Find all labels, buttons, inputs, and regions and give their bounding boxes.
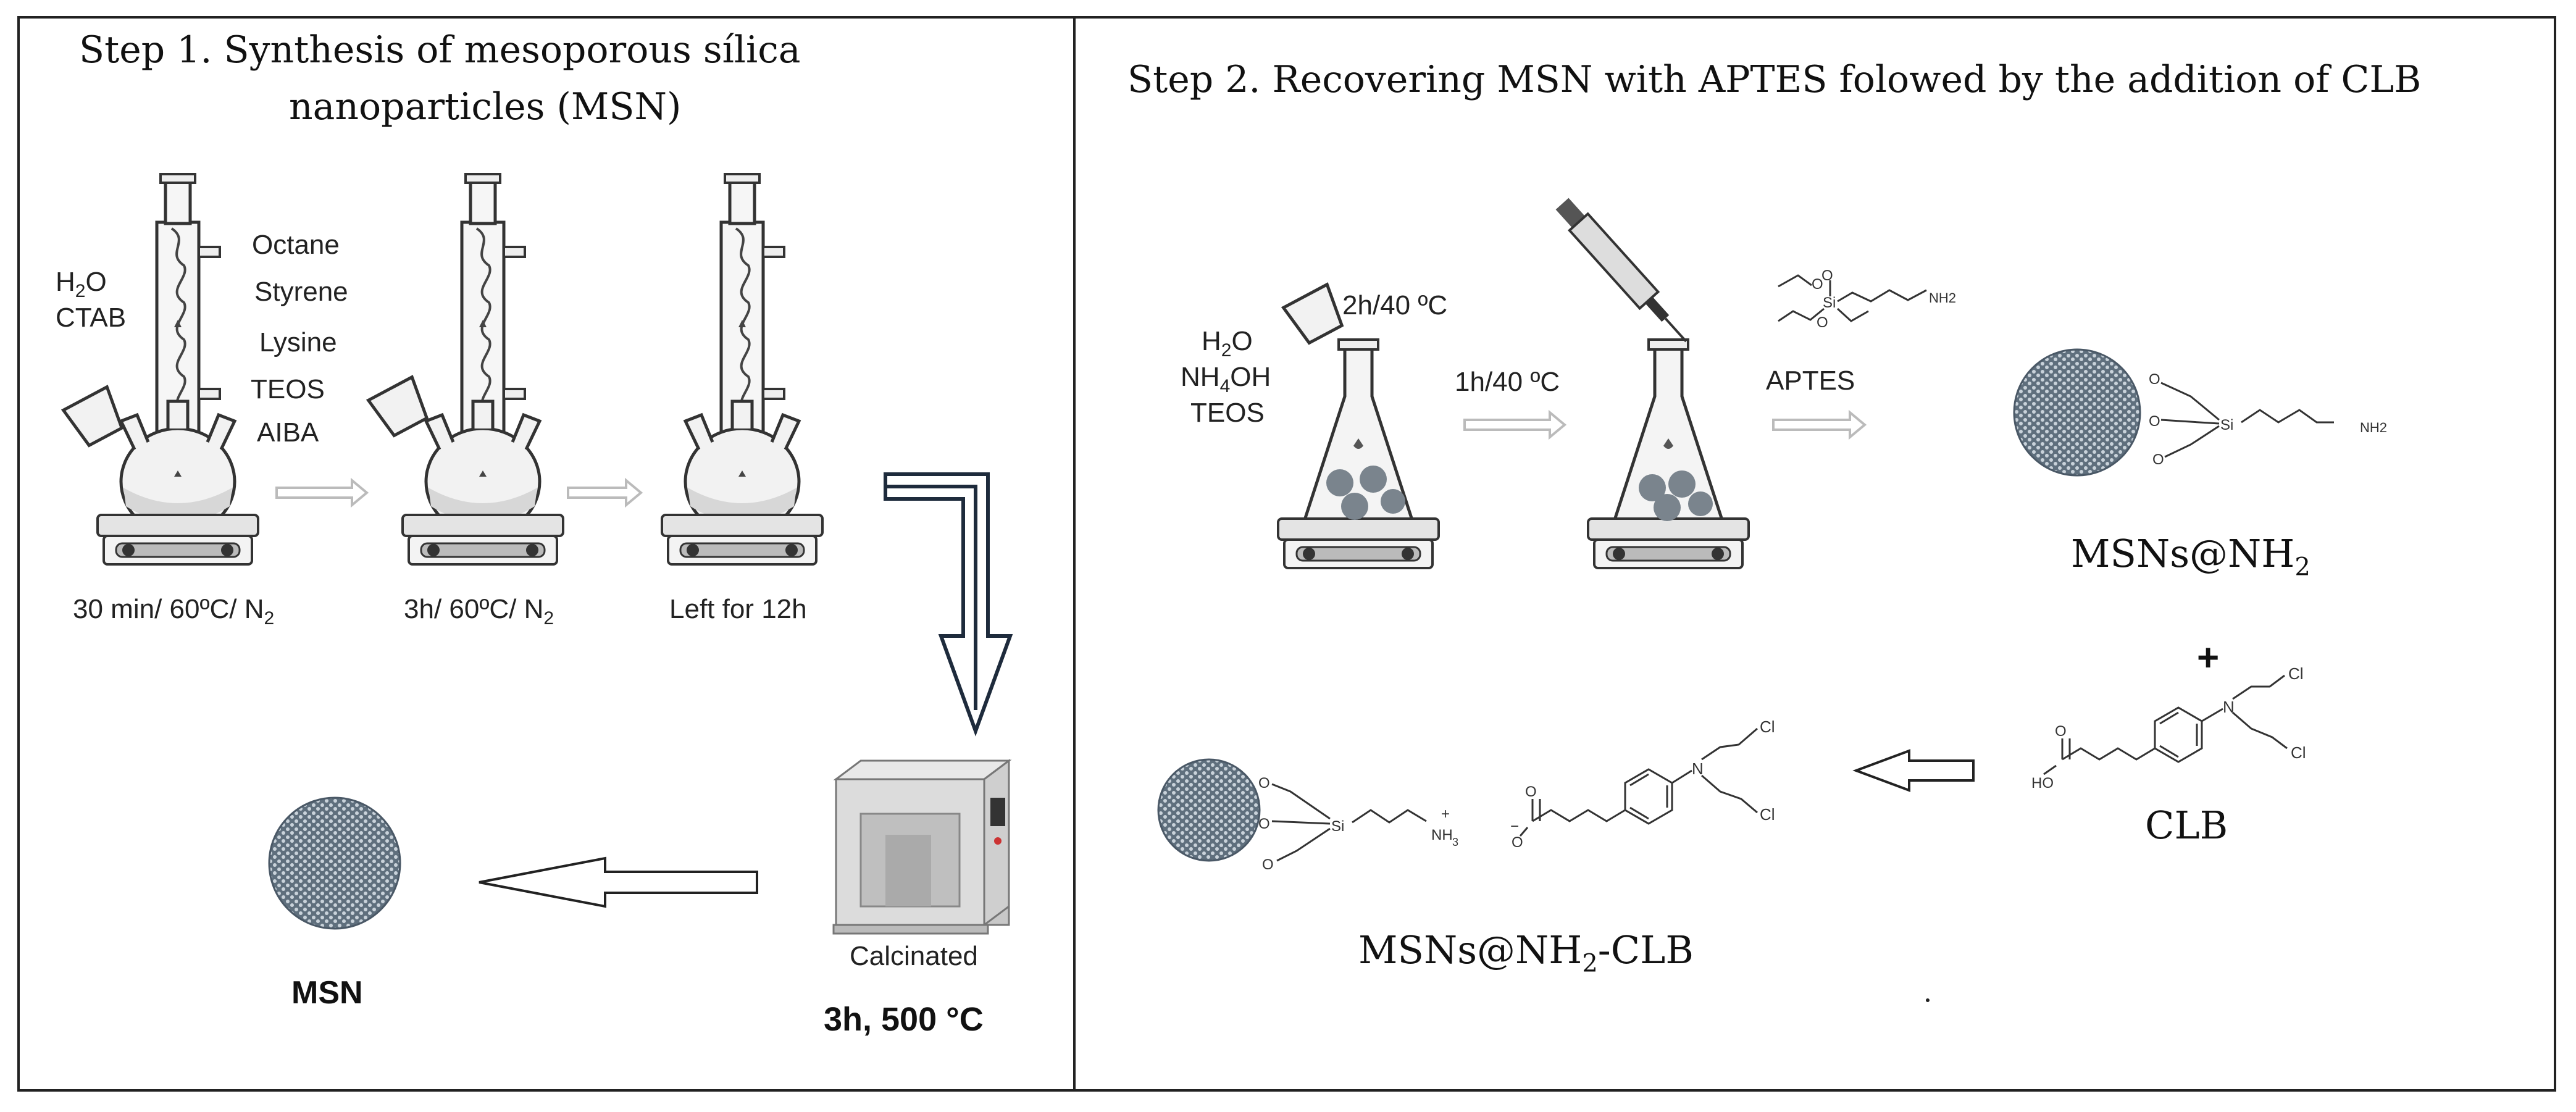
- svg-text:+: +: [1441, 806, 1450, 822]
- condition-2a: 2h/40 ºC: [1342, 290, 1448, 320]
- aiba-label: AIBA: [257, 417, 319, 448]
- arrow-to-msn: [479, 856, 758, 908]
- svg-text:−: −: [1510, 818, 1519, 835]
- styrene-label: Styrene: [254, 277, 348, 307]
- svg-text:O: O: [1258, 775, 1270, 792]
- lysine-label: Lysine: [259, 327, 337, 357]
- reagent-beaker-3: [1284, 285, 1347, 346]
- clb-structure: [2043, 674, 2288, 775]
- calcinated-label: Calcinated: [850, 941, 978, 971]
- elbow-arrow: [884, 472, 1013, 737]
- nh4oh-label: NH4OH: [1181, 362, 1271, 396]
- step1-title-line2: nanoparticles (MSN): [289, 85, 682, 128]
- calcination-conditions: 3h, 500 °C: [824, 1001, 984, 1038]
- h2o-label-2: H2O: [1202, 326, 1253, 361]
- svg-text:HO: HO: [2031, 775, 2054, 792]
- condition-1: 30 min/ 60ºC/ N2: [73, 594, 275, 629]
- svg-text:Cl: Cl: [1760, 805, 1775, 824]
- msns-nh2-clb-label: MSNs@NH2-CLB: [1358, 927, 1694, 978]
- syringe: [1555, 198, 1687, 343]
- aptes-label: APTES: [1766, 366, 1855, 396]
- svg-text:Si: Si: [1823, 295, 1836, 311]
- svg-text:O: O: [1812, 276, 1823, 293]
- svg-text:O: O: [1512, 834, 1523, 851]
- svg-text:O: O: [2149, 413, 2160, 430]
- svg-text:O: O: [1821, 267, 1833, 284]
- h2o-label: H2O: [56, 267, 107, 301]
- svg-text:NH2: NH2: [2360, 420, 2387, 435]
- svg-text:O: O: [1258, 816, 1270, 832]
- reactor-3: [661, 174, 824, 566]
- svg-text:N: N: [1692, 759, 1704, 778]
- reactor-2: [401, 174, 564, 566]
- msns-nh2-label: MSNs@NH2: [2071, 531, 2310, 582]
- svg-text:O: O: [2055, 723, 2067, 740]
- conjugate-structure: [1271, 727, 1758, 862]
- svg-text:Si: Si: [1331, 818, 1344, 835]
- arrow-3: [1463, 409, 1567, 440]
- plus-sign: +: [2197, 637, 2220, 679]
- svg-text:O: O: [1817, 314, 1828, 331]
- svg-text:O: O: [2152, 451, 2164, 468]
- svg-text:Si: Si: [2220, 417, 2233, 433]
- msn-nh2-particle: [2013, 348, 2141, 477]
- svg-text:Cl: Cl: [1760, 717, 1775, 736]
- panel-divider: [1073, 16, 1076, 1092]
- arrow-to-conjugate: [1852, 749, 1975, 792]
- svg-text:O: O: [1262, 856, 1274, 873]
- reactor-1: [96, 174, 259, 566]
- step2-title: Step 2. Recovering MSN with APTES folowe…: [1127, 58, 2422, 101]
- ctab-label: CTAB: [56, 303, 127, 333]
- octane-label: Octane: [252, 230, 340, 260]
- msn-label: MSN: [291, 975, 363, 1011]
- condition-3: Left for 12h: [669, 594, 807, 624]
- svg-text:NH2: NH2: [1929, 290, 1956, 306]
- svg-text:3: 3: [1452, 836, 1458, 848]
- arrow-4: [1772, 409, 1867, 440]
- reagent-beaker-2: [369, 377, 432, 438]
- svg-text:O: O: [2149, 371, 2160, 388]
- condition-2: 3h/ 60ºC/ N2: [404, 594, 554, 629]
- arrow-2: [567, 477, 643, 508]
- svg-text:Cl: Cl: [2288, 664, 2304, 683]
- clb-label: CLB: [2145, 803, 2228, 848]
- teos-label: TEOS: [251, 374, 325, 404]
- svg-text:N: N: [2223, 698, 2235, 716]
- svg-text:NH: NH: [1431, 827, 1453, 843]
- svg-text:Cl: Cl: [2291, 743, 2306, 762]
- reagent-beaker-1: [64, 387, 127, 448]
- teos-label-2: TEOS: [1190, 398, 1265, 428]
- arrow-1: [275, 477, 369, 508]
- msn-clb-particle: [1157, 758, 1261, 862]
- aptes-structure: [1778, 274, 1927, 322]
- step1-title-line1: Step 1. Synthesis of mesoporous sílica: [79, 28, 801, 72]
- svg-text:O: O: [1525, 784, 1537, 800]
- msn-particle: [268, 796, 401, 930]
- furnace: [832, 759, 1012, 935]
- erlenmeyer-2: [1587, 340, 1750, 569]
- condition-2b: 1h/40 ºC: [1455, 367, 1560, 397]
- erlenmeyer-1: [1277, 340, 1440, 569]
